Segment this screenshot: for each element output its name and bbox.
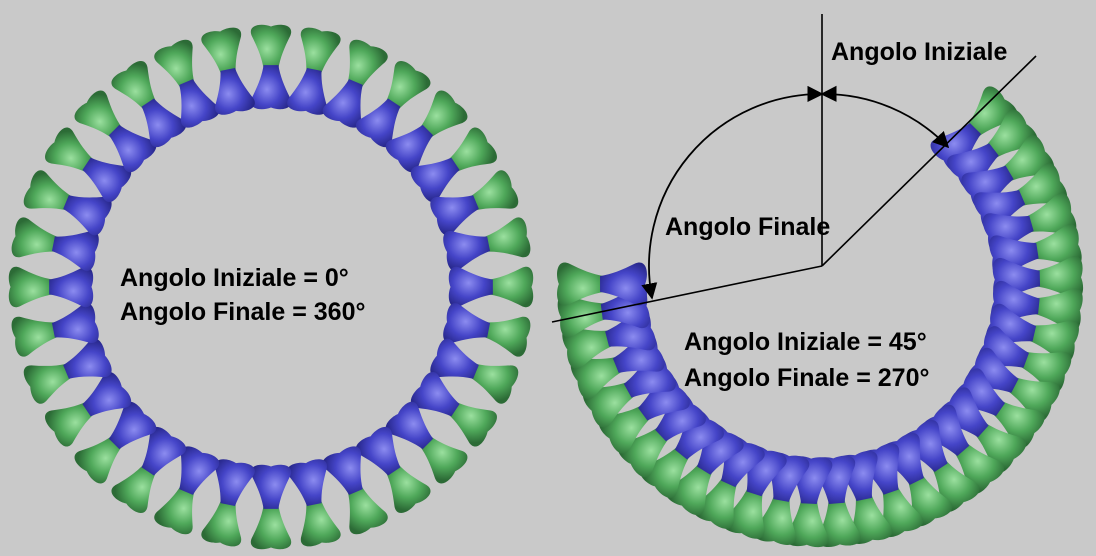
end-angle-arc <box>641 85 824 300</box>
start-angle-line <box>821 55 1037 267</box>
clone-object <box>45 127 132 203</box>
clone-object <box>430 338 519 404</box>
right-clone-ring <box>557 86 1084 548</box>
left-clone-ring <box>8 24 534 550</box>
clone-object <box>154 39 220 128</box>
clone-object <box>355 61 431 148</box>
start-angle-arc <box>820 85 950 149</box>
clone-object <box>45 371 132 447</box>
clone-object <box>355 426 431 513</box>
clone-object <box>322 39 388 128</box>
clone-object <box>930 86 1018 174</box>
clone-object <box>287 459 341 547</box>
clone-object <box>111 426 187 513</box>
clone-object <box>430 170 519 236</box>
clone-object <box>250 464 292 550</box>
clone-object <box>23 338 112 404</box>
left-start-angle-label: Angolo Iniziale = 0° <box>120 264 349 292</box>
clone-object <box>385 401 468 484</box>
clone-object <box>250 24 292 110</box>
clone-object <box>111 61 187 148</box>
clone-object <box>201 27 255 115</box>
clone-object <box>410 371 497 447</box>
clone-object <box>11 217 99 271</box>
clone-object <box>287 27 341 115</box>
clone-object <box>443 217 531 271</box>
clone-object <box>443 303 531 357</box>
clone-object <box>23 170 112 236</box>
start-angle-annotation: Angolo Iniziale <box>831 38 1007 66</box>
clone-object <box>201 459 255 547</box>
left-end-angle-label: Angolo Finale = 360° <box>120 298 365 326</box>
clone-object <box>410 127 497 203</box>
end-angle-annotation: Angolo Finale <box>665 213 830 241</box>
clone-object <box>8 266 94 308</box>
clone-object <box>618 391 706 478</box>
clone-object <box>322 446 388 535</box>
right-start-angle-label: Angolo Iniziale = 45° <box>684 328 927 356</box>
clone-object <box>385 90 468 173</box>
right-end-angle-label: Angolo Finale = 270° <box>684 364 929 392</box>
clone-object <box>154 446 220 535</box>
clone-object <box>448 266 534 308</box>
angle-construction <box>551 14 1037 323</box>
clone-object <box>557 262 647 306</box>
clone-object <box>74 401 157 484</box>
clone-object <box>11 303 99 357</box>
clone-object <box>74 90 157 173</box>
